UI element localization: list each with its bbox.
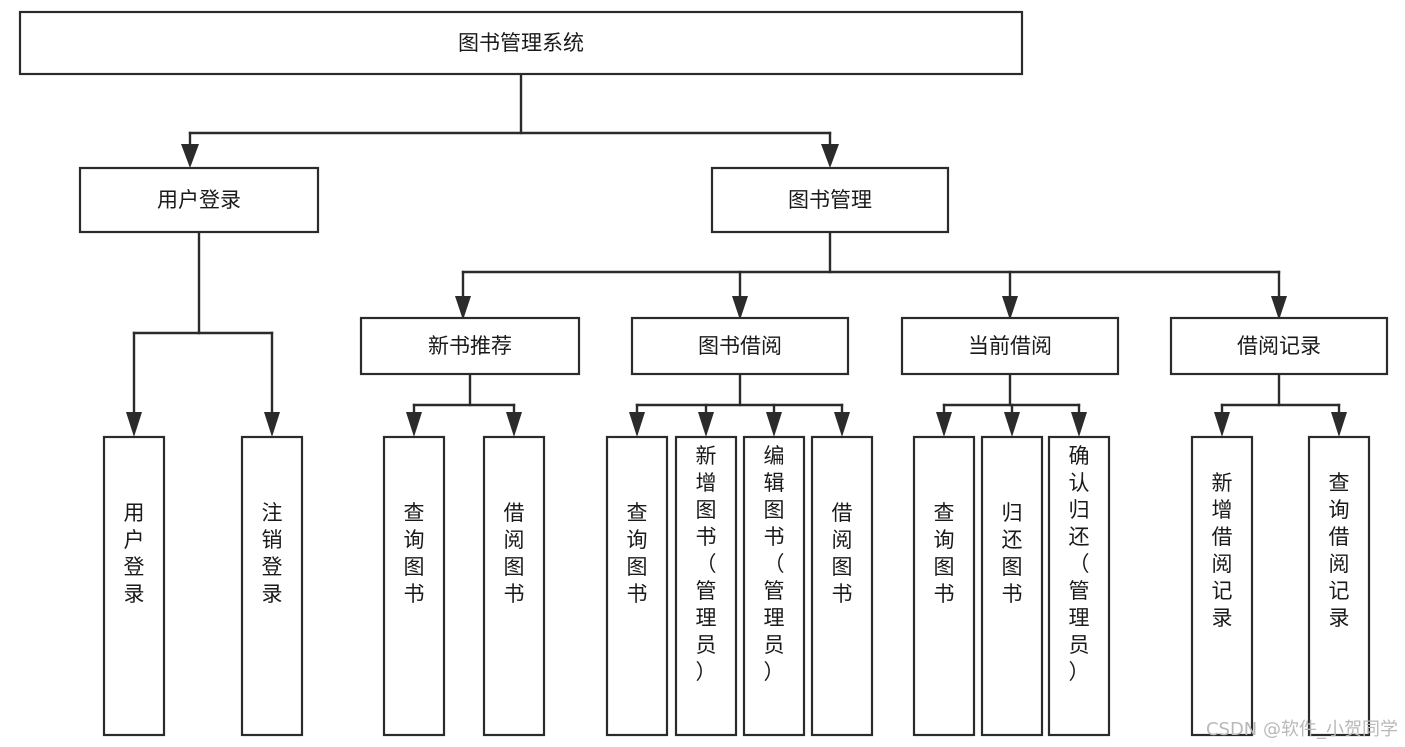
arrow-head-icon (821, 144, 839, 168)
arrow-head-icon (936, 412, 952, 437)
node-leaf-query-record-label: 查询借阅记录 (1329, 471, 1350, 630)
node-leaf-user-login[interactable]: 用户登录 (102, 435, 166, 737)
node-leaf-user-login-box[interactable] (102, 435, 166, 737)
node-leaf-borrow-book-2-label: 借阅图书 (832, 501, 853, 606)
node-leaf-confirm-return[interactable]: 确认归还（管理员） (1047, 435, 1111, 737)
node-book-manage[interactable]: 图书管理 (710, 166, 950, 234)
node-leaf-borrow-book-1-label: 借阅图书 (504, 501, 525, 606)
node-book-borrow-label: 图书借阅 (698, 334, 782, 358)
arrow-head-icon (732, 296, 748, 320)
edge-group-user-login (126, 230, 280, 437)
node-borrow-record-label: 借阅记录 (1237, 334, 1321, 358)
node-leaf-return-book[interactable]: 归还图书 (980, 435, 1044, 737)
node-current-borrow[interactable]: 当前借阅 (900, 316, 1120, 376)
node-user-login-label: 用户登录 (157, 188, 241, 212)
arrow-head-icon (1071, 412, 1087, 437)
arrow-head-icon (1002, 296, 1018, 320)
node-root-label: 图书管理系统 (458, 31, 584, 55)
edge-group-book-borrow (629, 372, 850, 437)
node-leaf-query-book-1[interactable]: 查询图书 (382, 435, 446, 737)
node-leaf-query-book-2-label: 查询图书 (627, 501, 648, 606)
node-root-box[interactable] (18, 10, 1024, 76)
node-leaf-add-record-label: 新增借阅记录 (1212, 471, 1233, 630)
node-book-borrow[interactable]: 图书借阅 (630, 316, 850, 376)
watermark-text: CSDN @软件_小贺同学 (1206, 719, 1398, 740)
node-leaf-user-login-label: 用户登录 (124, 501, 145, 606)
node-leaf-add-book[interactable]: 新增图书（管理员） (674, 435, 738, 737)
node-leaf-add-book-label: 新增图书（管理员） (696, 444, 717, 684)
node-leaf-borrow-book-2-box[interactable] (810, 435, 874, 737)
node-leaf-add-book-box[interactable] (674, 435, 738, 737)
node-leaf-query-book-1-label: 查询图书 (404, 501, 425, 606)
arrow-head-icon (406, 412, 422, 437)
node-leaf-borrow-book-1-box[interactable] (482, 435, 546, 737)
arrow-head-icon (629, 412, 645, 437)
node-leaf-borrow-book-1[interactable]: 借阅图书 (482, 435, 546, 737)
edge-group-book-manage (455, 230, 1287, 320)
node-current-borrow-box[interactable] (900, 316, 1120, 376)
node-root[interactable]: 图书管理系统 (18, 10, 1024, 76)
node-leaf-edit-book-box[interactable] (742, 435, 806, 737)
node-user-login-box[interactable] (78, 166, 320, 234)
arrow-head-icon (126, 412, 142, 437)
node-book-borrow-box[interactable] (630, 316, 850, 376)
arrow-head-icon (455, 296, 471, 320)
arrow-head-icon (1271, 296, 1287, 320)
node-leaf-add-record[interactable]: 新增借阅记录 (1190, 435, 1254, 737)
node-borrow-record[interactable]: 借阅记录 (1169, 316, 1389, 376)
node-leaf-query-book-2-box[interactable] (605, 435, 669, 737)
arrow-head-icon (1004, 412, 1020, 437)
node-leaf-return-book-box[interactable] (980, 435, 1044, 737)
node-leaf-query-book-3[interactable]: 查询图书 (912, 435, 976, 737)
edge-group-borrow-record (1214, 372, 1347, 437)
node-leaf-confirm-return-box[interactable] (1047, 435, 1111, 737)
node-leaf-return-book-label: 归还图书 (1002, 501, 1023, 606)
node-leaf-logout-label: 注销登录 (262, 501, 283, 606)
node-leaf-logout[interactable]: 注销登录 (240, 435, 304, 737)
edge-group-current-borrow (936, 372, 1087, 437)
arrow-head-icon (264, 412, 280, 437)
node-leaf-logout-box[interactable] (240, 435, 304, 737)
node-leaf-query-book-2[interactable]: 查询图书 (605, 435, 669, 737)
node-leaf-edit-book[interactable]: 编辑图书（管理员） (742, 435, 806, 737)
node-book-manage-box[interactable] (710, 166, 950, 234)
arrow-head-icon (698, 412, 714, 437)
node-new-book-rec-box[interactable] (359, 316, 581, 376)
node-book-manage-label: 图书管理 (788, 188, 872, 212)
node-leaf-confirm-return-label: 确认归还（管理员） (1069, 444, 1090, 684)
node-leaf-query-record[interactable]: 查询借阅记录 (1307, 435, 1371, 737)
arrow-head-icon (181, 144, 199, 168)
edge-group-new-book-rec (406, 372, 522, 437)
node-current-borrow-label: 当前借阅 (968, 334, 1052, 358)
node-user-login[interactable]: 用户登录 (78, 166, 320, 234)
node-borrow-record-box[interactable] (1169, 316, 1389, 376)
node-leaf-query-book-1-box[interactable] (382, 435, 446, 737)
node-leaf-query-book-3-box[interactable] (912, 435, 976, 737)
node-new-book-rec-label: 新书推荐 (428, 334, 512, 358)
node-leaf-query-record-box[interactable] (1307, 435, 1371, 737)
node-new-book-rec[interactable]: 新书推荐 (359, 316, 581, 376)
arrow-head-icon (1214, 412, 1230, 437)
node-leaf-query-book-3-label: 查询图书 (934, 501, 955, 606)
arrow-head-icon (834, 412, 850, 437)
edge-group-root (181, 72, 839, 168)
node-leaf-add-record-box[interactable] (1190, 435, 1254, 737)
node-leaf-borrow-book-2[interactable]: 借阅图书 (810, 435, 874, 737)
arrow-head-icon (1331, 412, 1347, 437)
arrow-head-icon (766, 412, 782, 437)
node-leaf-edit-book-label: 编辑图书（管理员） (764, 444, 785, 684)
arrow-head-icon (506, 412, 522, 437)
